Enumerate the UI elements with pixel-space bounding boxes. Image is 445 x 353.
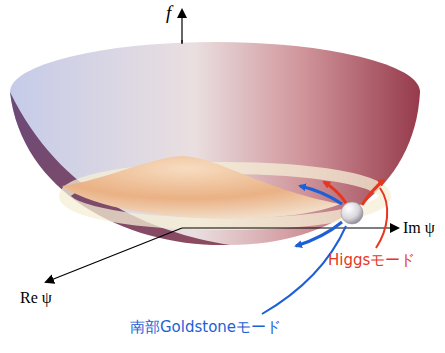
mode-label: 南部Goldstoneモード xyxy=(130,318,281,336)
goldstone-arrow xyxy=(296,222,342,246)
re-axis xyxy=(46,228,182,282)
axis-label: Im ψ xyxy=(403,218,435,237)
higgs-leader xyxy=(376,188,387,248)
mode-label: Higgsモード xyxy=(328,251,415,269)
im-axis xyxy=(182,227,398,228)
axis-label: Re ψ xyxy=(20,288,52,307)
higgs-arrow xyxy=(362,180,384,205)
ball xyxy=(341,202,363,224)
goldstone-arrow xyxy=(300,186,342,204)
f-axis-top xyxy=(181,10,182,44)
bowl-surface xyxy=(10,42,420,245)
goldstone-leader xyxy=(262,226,346,314)
higgs-arrow xyxy=(324,182,346,203)
axis-label: f xyxy=(166,2,171,25)
central-hump xyxy=(62,156,340,219)
